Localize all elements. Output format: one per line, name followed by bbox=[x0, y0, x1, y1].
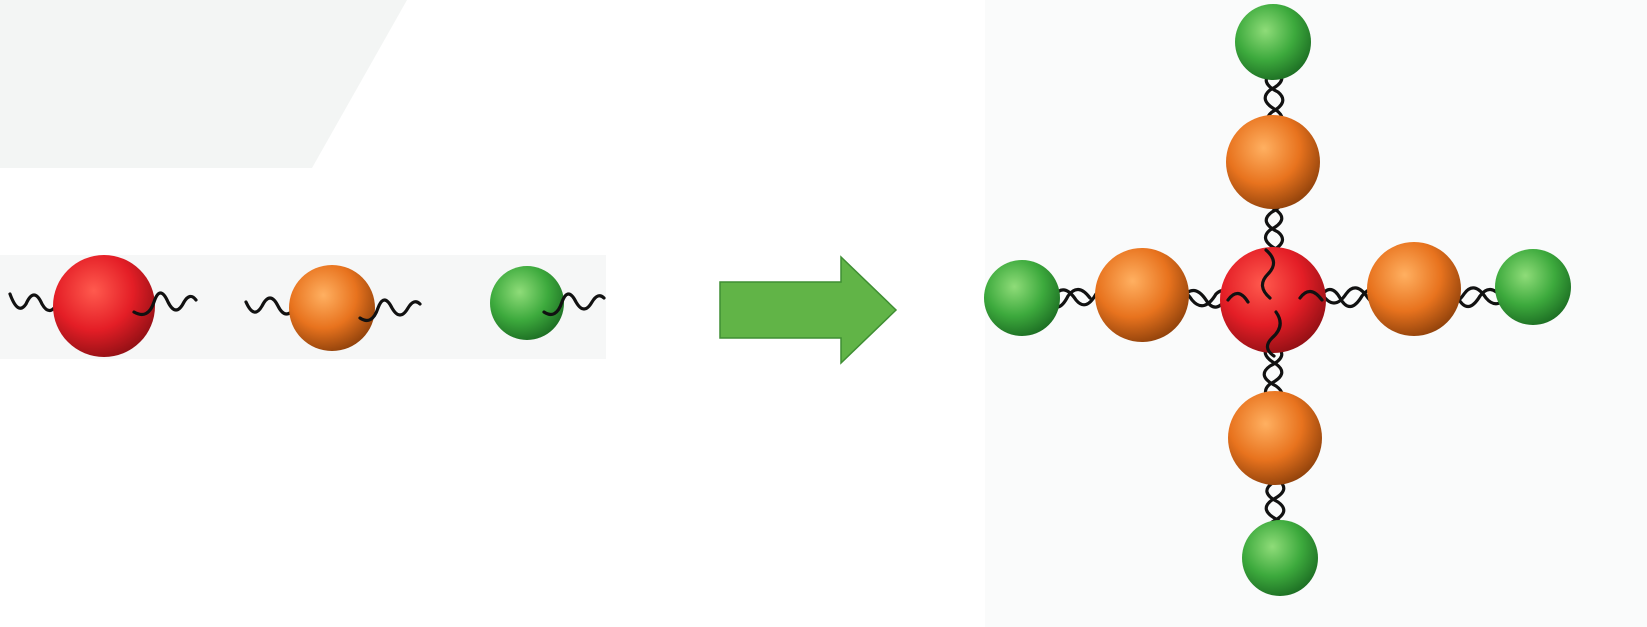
green-sphere-bottom bbox=[1242, 520, 1318, 596]
green-sphere-right bbox=[1495, 249, 1571, 325]
green-sphere-left bbox=[984, 260, 1060, 336]
green-sphere-top bbox=[1235, 4, 1311, 80]
green-terminal-sphere bbox=[490, 266, 564, 340]
red-core-sphere bbox=[53, 255, 155, 357]
orange-sphere-left bbox=[1095, 248, 1189, 342]
orange-linker-sphere bbox=[289, 265, 375, 351]
orange-sphere-bottom bbox=[1228, 391, 1322, 485]
corner-panel bbox=[0, 0, 407, 168]
orange-sphere-right bbox=[1367, 242, 1461, 336]
orange-sphere-top bbox=[1226, 115, 1320, 209]
right-arrow-icon bbox=[720, 257, 896, 363]
